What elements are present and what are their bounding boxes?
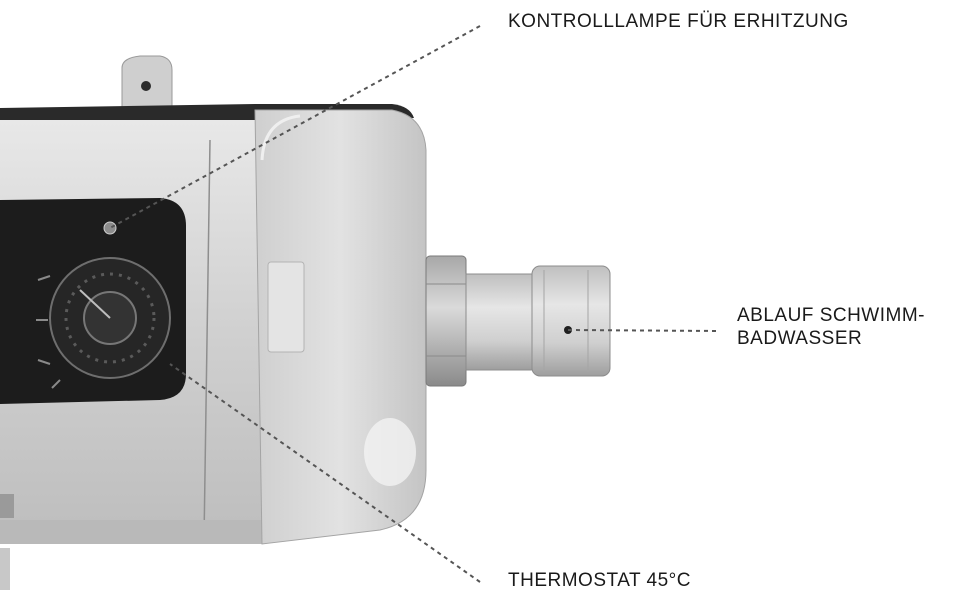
leader-line-thermostat bbox=[169, 363, 481, 583]
panel-scale-marks bbox=[36, 275, 61, 389]
callout-outlet: ABLAUF SCHWIMM- BADWASSER bbox=[737, 304, 925, 350]
outlet-fitting bbox=[425, 255, 611, 387]
callout-outlet-line2: BADWASSER bbox=[737, 328, 863, 349]
leader-line-outlet bbox=[567, 329, 719, 332]
callout-outlet-line1: ABLAUF SCHWIMM- bbox=[737, 305, 925, 326]
outlet-nut bbox=[425, 255, 467, 387]
mounting-screw bbox=[141, 81, 151, 91]
end-cap-latch bbox=[267, 261, 305, 353]
leader-lines bbox=[109, 25, 719, 583]
thermostat-dial bbox=[49, 257, 171, 379]
callout-heating-lamp: KONTROLLLAMPE FÜR ERHITZUNG bbox=[508, 11, 849, 32]
heating-indicator-lamp bbox=[103, 221, 117, 235]
callout-thermostat: THERMOSTAT 45°C bbox=[508, 570, 691, 591]
mounting-bracket bbox=[121, 55, 173, 109]
outlet-pipe bbox=[531, 265, 611, 377]
control-panel bbox=[0, 198, 186, 404]
left-fitting-edge bbox=[0, 494, 14, 590]
leader-line-heating bbox=[109, 25, 481, 229]
housing-end-cap bbox=[254, 109, 427, 545]
